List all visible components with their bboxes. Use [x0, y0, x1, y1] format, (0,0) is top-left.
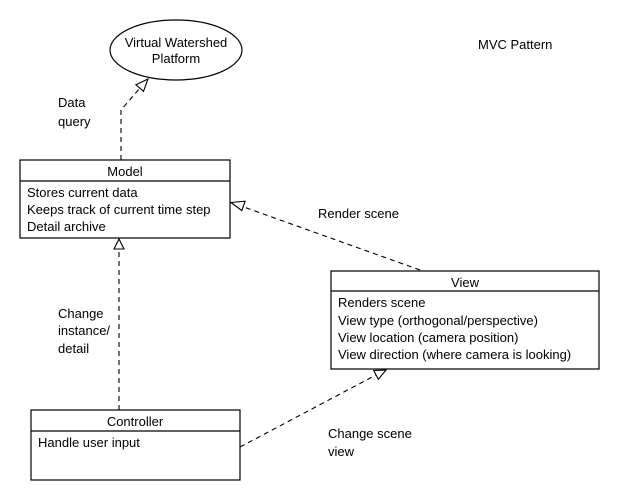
arrowhead-icon: [229, 200, 246, 212]
model-class: Model Stores current data Keeps track of…: [19, 159, 231, 239]
platform-node: Virtual Watershed Platform: [109, 19, 243, 81]
model-item: Stores current data: [27, 185, 138, 200]
arrowhead-icon: [372, 369, 388, 381]
model-item: Keeps track of current time step: [27, 202, 211, 217]
edge-label-change-instance: Change: [58, 306, 104, 321]
platform-label-line1: Virtual Watershed: [125, 35, 228, 50]
view-name: View: [451, 275, 480, 290]
controller-class: Controller Handle user input: [30, 409, 241, 481]
edge-label-change-scene: Change scene: [328, 426, 412, 441]
controller-item: Handle user input: [38, 435, 140, 450]
model-name: Model: [107, 164, 143, 179]
edge-controller-to-model: Change instance/ detail: [58, 237, 125, 410]
diagram-title: MVC Pattern: [478, 37, 552, 52]
arrowhead-icon: [113, 237, 125, 250]
view-item: View type (orthogonal/perspective): [338, 313, 538, 328]
view-class: View Renders scene View type (orthogonal…: [330, 270, 600, 370]
edge-label-data-query: query: [58, 114, 91, 129]
model-item: Detail archive: [27, 219, 106, 234]
platform-ellipse: [109, 19, 243, 81]
edge-label-data-query: Data: [58, 95, 86, 110]
edge-line: [120, 87, 141, 160]
model-box: [19, 159, 231, 239]
arrowhead-icon: [134, 77, 149, 93]
edge-label-change-scene: view: [328, 444, 355, 459]
edge-label-change-instance: instance/: [58, 323, 110, 338]
controller-name: Controller: [107, 414, 164, 429]
edge-model-to-platform: Data query: [58, 77, 149, 160]
view-item: Renders scene: [338, 295, 425, 310]
edge-line: [240, 205, 421, 271]
view-item: View location (camera position): [338, 330, 518, 345]
edge-label-render-scene: Render scene: [318, 206, 399, 221]
platform-label-line2: Platform: [152, 51, 200, 66]
view-box: [330, 270, 600, 370]
edge-line: [239, 374, 377, 448]
edge-label-change-instance: detail: [58, 341, 89, 356]
edge-view-to-model: Render scene: [229, 200, 421, 271]
controller-box: [30, 409, 241, 481]
edge-controller-to-view: Change scene view: [239, 369, 412, 459]
view-item: View direction (where camera is looking): [338, 347, 571, 362]
